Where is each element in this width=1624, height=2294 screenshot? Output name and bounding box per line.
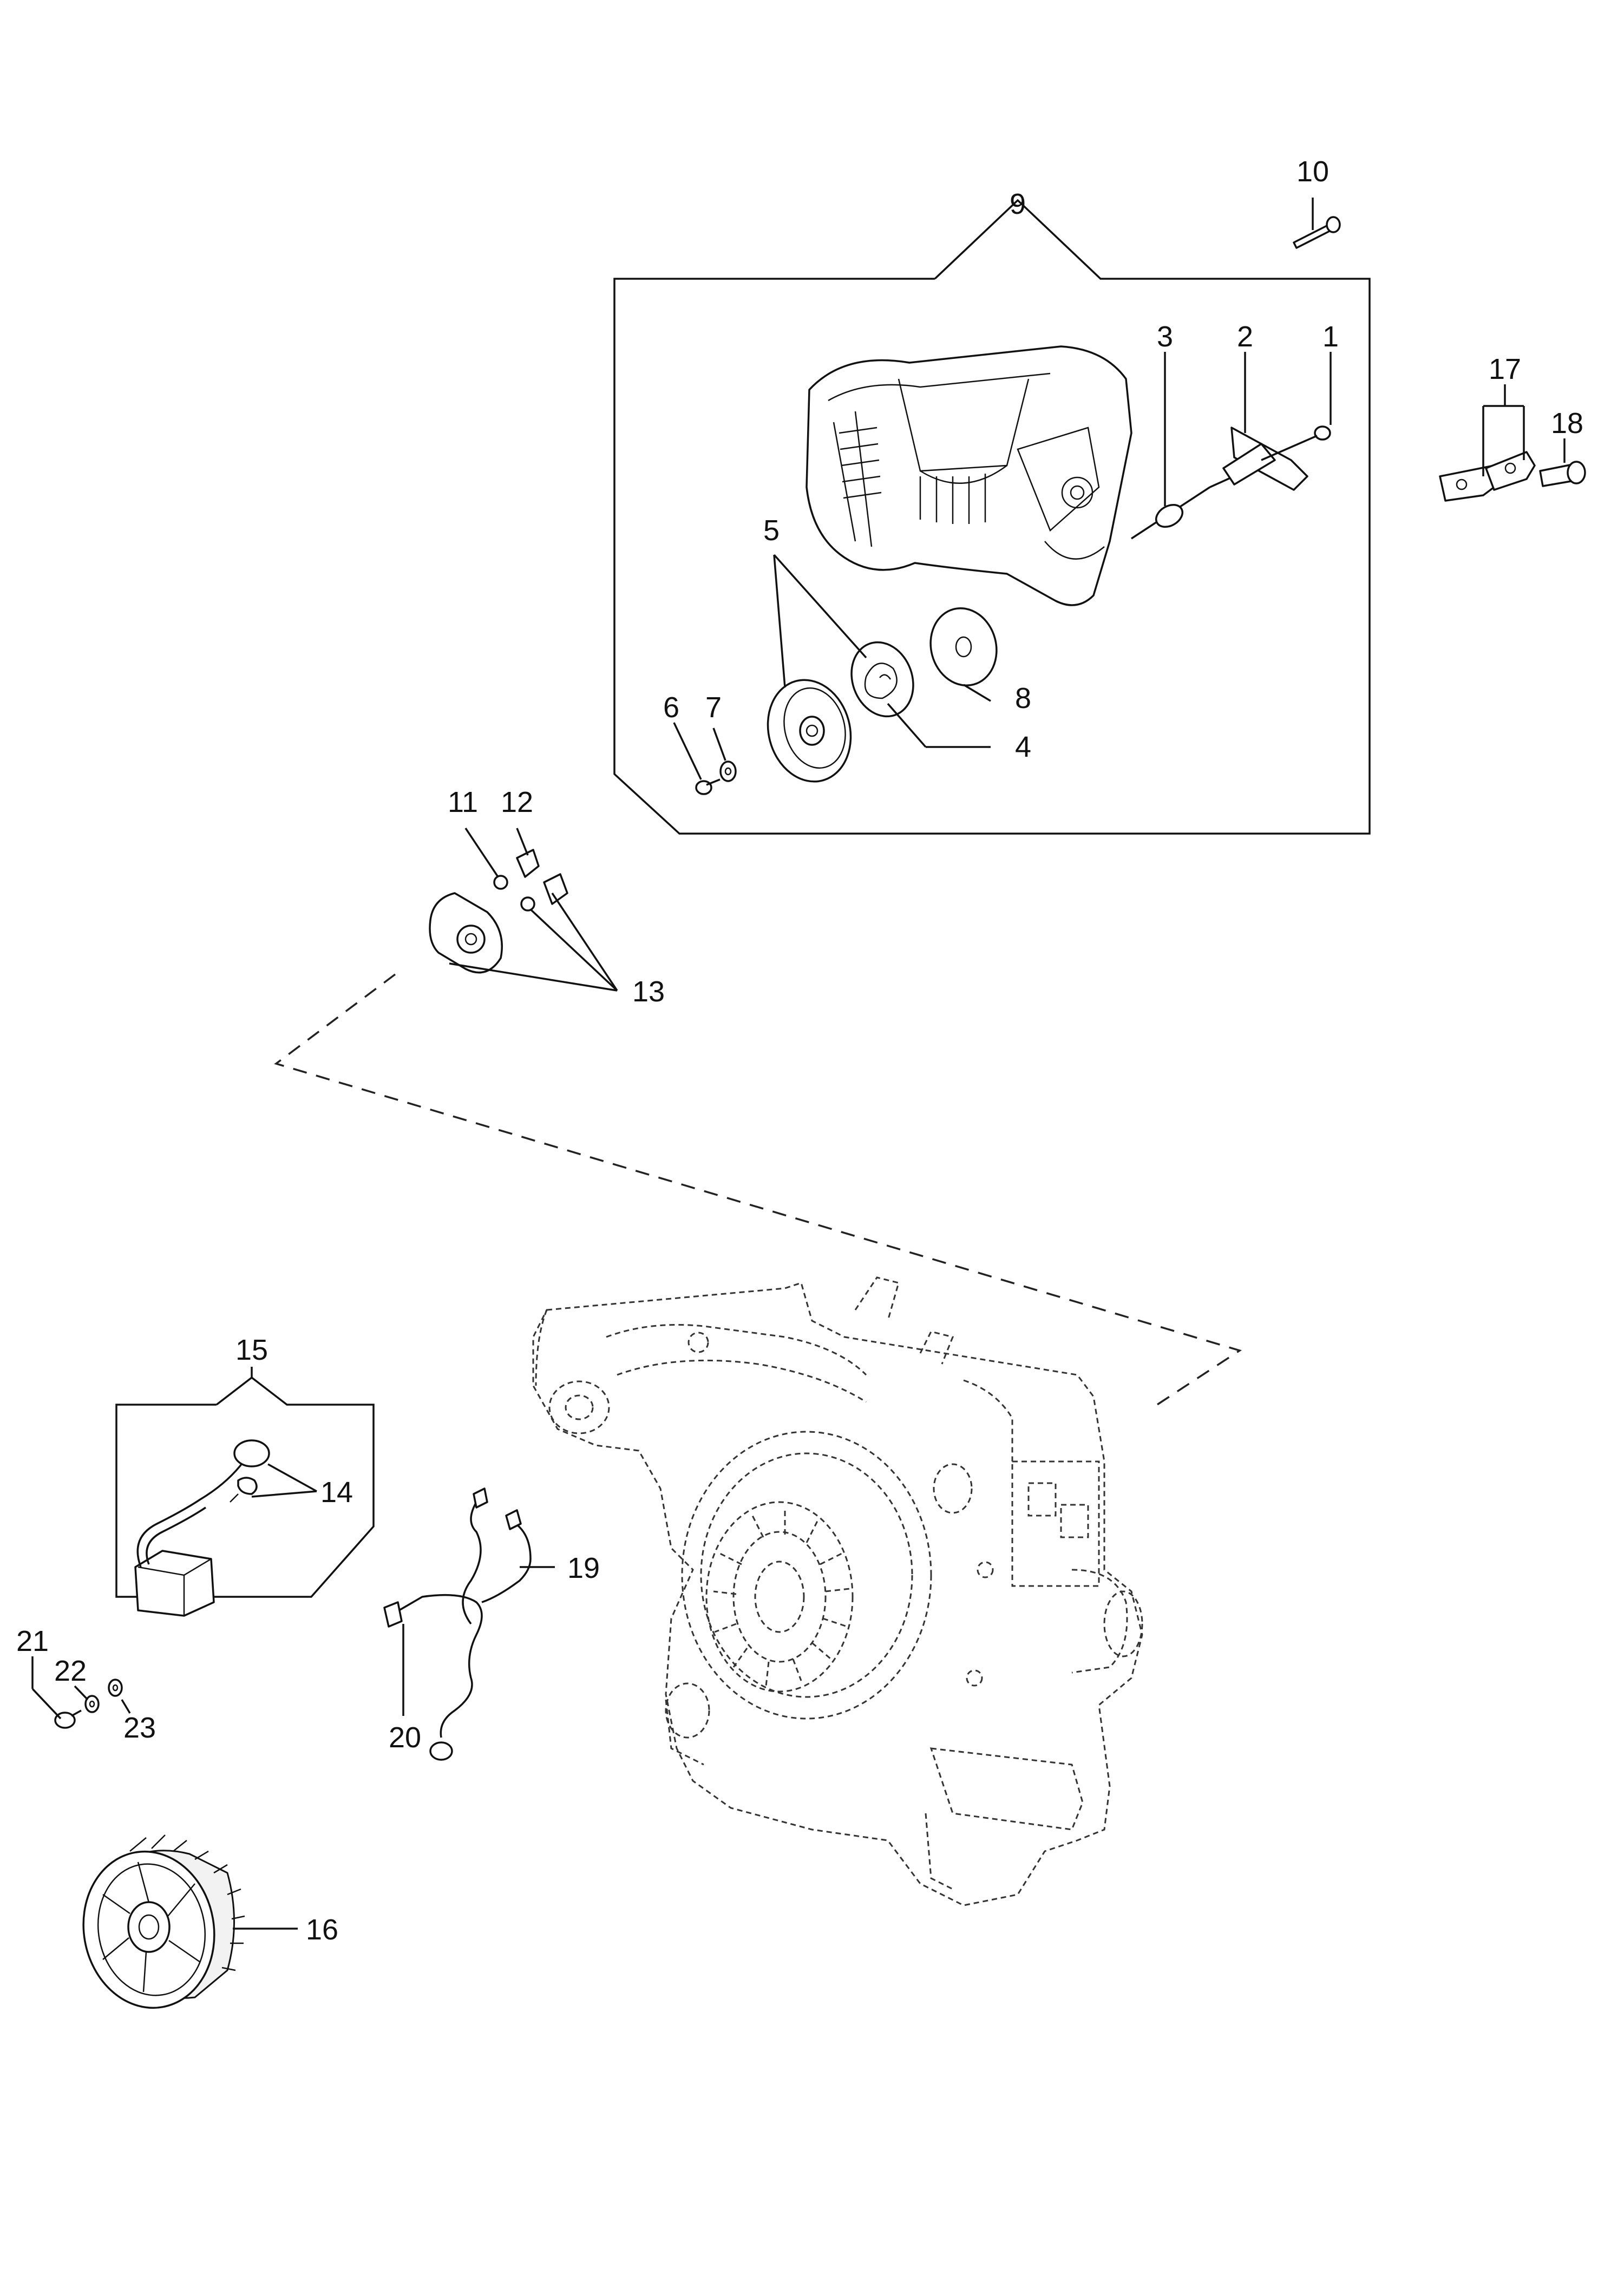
callout-8: 8 (1015, 682, 1031, 715)
starter-group-frame (613, 199, 1371, 835)
thermal-flange-part (429, 892, 503, 974)
ground-wire-part (389, 1594, 483, 1761)
callout-15: 15 (235, 1334, 268, 1366)
callout-18: 18 (1551, 407, 1583, 440)
callout-7: 7 (705, 691, 722, 724)
coil-screw-part (54, 1709, 82, 1729)
small-nut-part (493, 875, 535, 912)
spark-plug-cap-clip-part (230, 1477, 258, 1503)
ignition-coil-part (134, 1439, 270, 1617)
stop-switch-wire-part (383, 1487, 532, 1628)
callout-10: 10 (1296, 155, 1329, 188)
rewind-spring-part (850, 641, 914, 718)
callout-labels: 1 2 3 4 5 6 7 8 9 10 11 12 13 14 15 16 1… (16, 155, 1583, 1946)
callout-17: 17 (1489, 353, 1521, 385)
pulley-screw-part (695, 778, 721, 795)
clip-screw-part (1539, 461, 1586, 487)
starter-housing-part (806, 345, 1132, 606)
coil-washer-part (84, 1695, 100, 1713)
assembly-guide-lines (274, 973, 1242, 1408)
callout-1: 1 (1322, 320, 1339, 353)
coil-lock-washer-part (108, 1679, 123, 1697)
blower-engine-housing-phantom (532, 1276, 1143, 1906)
pulley-screw-washer-part (719, 761, 737, 782)
ignition-group-frame (115, 1376, 375, 1598)
starter-handle-part (1222, 425, 1331, 491)
small-bracket-part (516, 849, 568, 905)
callout-13: 13 (632, 975, 665, 1008)
callout-4: 4 (1015, 731, 1031, 763)
flywheel-part (82, 1834, 245, 2009)
callout-19: 19 (567, 1552, 600, 1584)
retaining-clips-part (1439, 451, 1536, 502)
callout-14: 14 (320, 1476, 353, 1509)
callout-3: 3 (1157, 320, 1173, 353)
callout-22: 22 (54, 1655, 87, 1687)
housing-bolt-part (1293, 216, 1341, 249)
callout-leader-lines (31, 198, 1566, 1930)
pulley-washer-part (929, 607, 998, 687)
rope-guide-bushing-part (1155, 503, 1183, 528)
rope-pulley-part (767, 679, 852, 783)
callout-2: 2 (1237, 320, 1253, 353)
callout-12: 12 (501, 786, 533, 818)
callout-6: 6 (663, 691, 679, 724)
callout-16: 16 (306, 1913, 338, 1946)
callout-5: 5 (763, 514, 780, 547)
callout-21: 21 (16, 1625, 49, 1657)
callout-9: 9 (1010, 188, 1026, 220)
callout-23: 23 (123, 1712, 156, 1744)
callout-11: 11 (448, 786, 478, 818)
callout-20: 20 (389, 1721, 421, 1754)
